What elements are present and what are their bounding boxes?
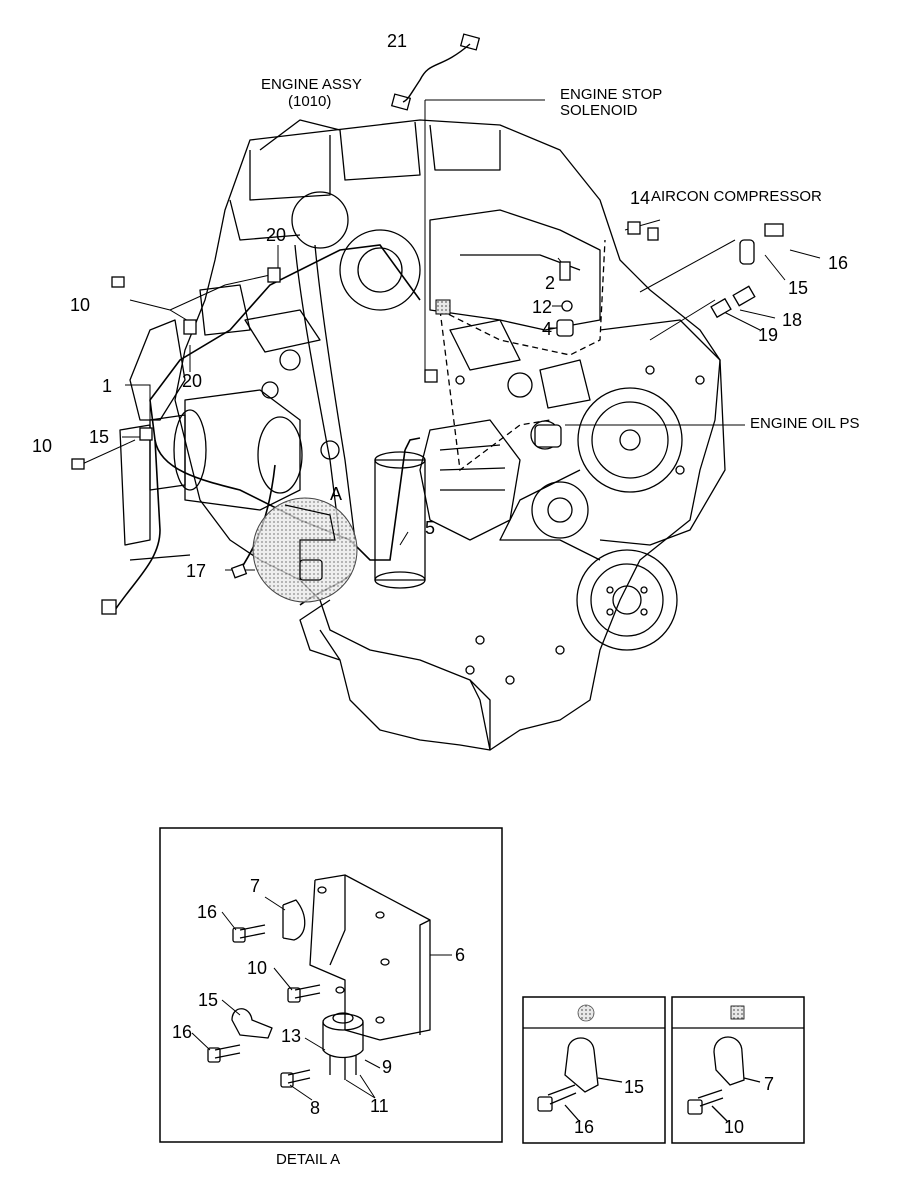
legend-round-drawing (537, 1037, 623, 1123)
square-marker (435, 299, 451, 315)
detail-a-highlight (252, 497, 358, 603)
callout-2: 2 (545, 273, 556, 293)
engine-assembly (119, 119, 726, 751)
label-solenoid: SOLENOID (560, 102, 638, 119)
label-engine-assy: ENGINE ASSY (261, 76, 362, 93)
legend-square-symbol (730, 1005, 745, 1020)
legend-square-drawing (687, 1036, 761, 1123)
detail-callout-9: 9 (382, 1057, 393, 1077)
label-detail-marker: A (330, 484, 343, 504)
callout-17: 17 (186, 561, 207, 581)
detail-a-box (159, 827, 503, 1143)
detail-callout-7: 7 (250, 876, 261, 896)
callout-1: 1 (102, 376, 113, 396)
detail-a-drawing (207, 874, 431, 1088)
callout-15-left: 15 (89, 427, 110, 447)
legend-round-callout-16: 16 (574, 1117, 595, 1137)
detail-a-leaders (191, 896, 452, 1101)
legend-round-symbol (577, 1004, 595, 1022)
callout-10-left: 10 (32, 436, 53, 456)
callout-12: 12 (532, 297, 553, 317)
callout-5: 5 (425, 518, 436, 538)
detail-callout-6: 6 (455, 945, 466, 965)
detail-callout-13: 13 (281, 1026, 302, 1046)
callout-20-bottom: 20 (182, 371, 203, 391)
detail-callout-16-bottom: 16 (172, 1022, 193, 1042)
connectors (71, 33, 784, 615)
legend-square-box (671, 996, 805, 1144)
callout-18: 18 (782, 310, 803, 330)
label-aircon: AIRCON COMPRESSOR (651, 188, 822, 205)
callout-14: 14 (630, 188, 651, 208)
detail-callout-15: 15 (198, 990, 219, 1010)
detail-a-bracket-small (284, 504, 336, 581)
label-engine-stop: ENGINE STOP (560, 86, 663, 103)
callout-20-top: 20 (266, 225, 287, 245)
callout-15-right: 15 (788, 278, 809, 298)
legend-round-box (522, 996, 666, 1144)
wire-21 (402, 43, 471, 103)
legend-square-callout-10: 10 (724, 1117, 745, 1137)
callout-19: 19 (758, 325, 779, 345)
detail-callout-11: 11 (370, 1096, 389, 1116)
detail-callout-10: 10 (247, 958, 268, 978)
label-engine-assy-code: (1010) (288, 93, 332, 110)
detail-callout-8: 8 (310, 1098, 321, 1118)
sensor-wire-dashed (439, 239, 606, 472)
legend-square-callout-7: 7 (764, 1074, 775, 1094)
label-engine-oil-ps: ENGINE OIL PS (750, 415, 860, 432)
detail-callout-16-top: 16 (197, 902, 218, 922)
callout-10-top: 10 (70, 295, 91, 315)
label-detail-caption: DETAIL A (276, 1151, 341, 1168)
callout-16-top: 16 (828, 253, 849, 273)
callout-4: 4 (542, 319, 553, 339)
callout-21: 21 (387, 31, 408, 51)
legend-round-callout-15: 15 (624, 1077, 645, 1097)
